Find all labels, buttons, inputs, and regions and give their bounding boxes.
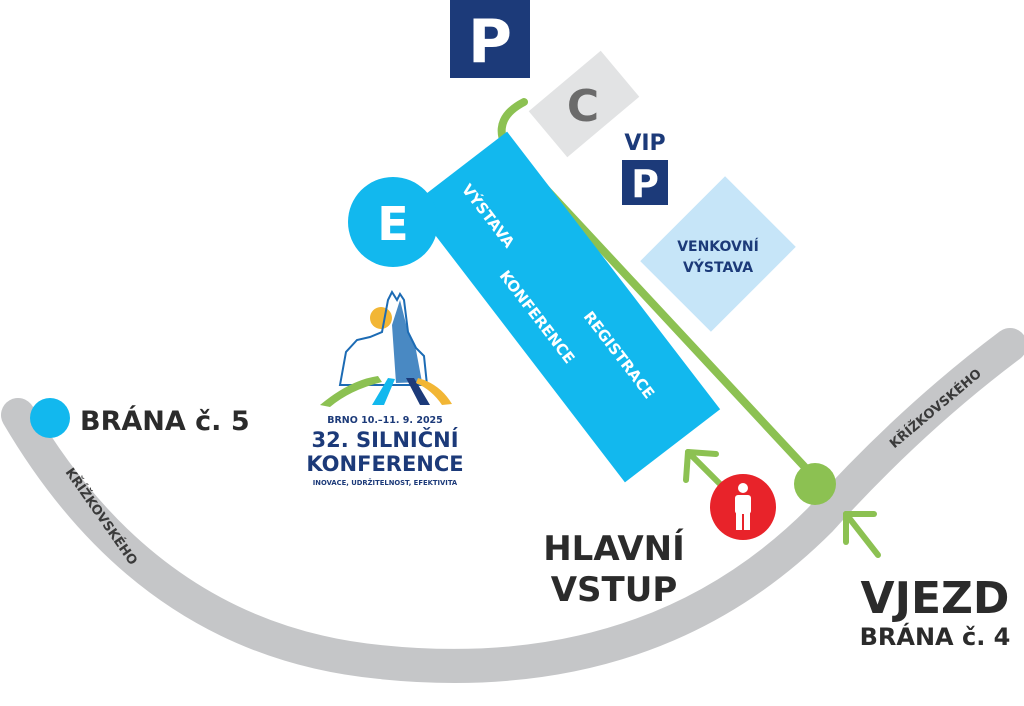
main-entrance-line1: HLAVNÍ	[543, 528, 685, 569]
main-building[interactable]	[411, 131, 721, 483]
vip-parking-sign-label: P	[631, 162, 659, 206]
gate5-dot[interactable]	[30, 398, 70, 438]
person-figure-icon	[735, 483, 751, 530]
logo-title1: 32. SILNIČNÍ	[311, 427, 458, 452]
gate4-dot	[794, 463, 836, 505]
gate5-label: BRÁNA č. 5	[80, 405, 250, 437]
logo-title2: KONFERENCE	[306, 452, 463, 476]
hall-e-label: E	[377, 197, 408, 251]
gate4-line1: VJEZD	[861, 573, 1010, 624]
parking-sign-label: P	[468, 7, 512, 77]
logo-tagline: INOVACE, UDRŽITELNOST, EFEKTIVITA	[313, 478, 458, 487]
logo-stripe-navy	[406, 378, 430, 405]
hall-e[interactable]	[348, 177, 438, 267]
street-label-right: KŘÍŽKOVSKÉHO	[887, 366, 985, 452]
conference-logo: BRNO 10.–11. 9. 2025 32. SILNIČNÍ KONFER…	[306, 289, 464, 487]
logo-cathedral-fill	[392, 300, 422, 383]
gate4-arrow-icon	[843, 511, 881, 558]
main-entrance-arrow-icon	[683, 449, 725, 489]
gate4-line2: BRÁNA č. 4	[860, 622, 1011, 651]
main-entrance-line2: VSTUP	[551, 570, 678, 610]
zone-c-label: C	[567, 81, 599, 132]
parking-sign[interactable]	[450, 0, 530, 78]
logo-stripe-blue	[372, 378, 395, 405]
logo-dates: BRNO 10.–11. 9. 2025	[327, 415, 443, 426]
logo-sun	[370, 307, 392, 329]
vip-parking-sign[interactable]	[622, 160, 668, 205]
outdoor-exhibition-line1: VENKOVNÍ	[677, 238, 759, 255]
street-road	[1, 328, 1024, 683]
logo-stripe-yellow	[416, 378, 452, 405]
zone-c[interactable]	[528, 50, 640, 158]
logo-cathedral	[338, 289, 429, 386]
outdoor-exhibition-line2: VÝSTAVA	[683, 258, 753, 276]
outdoor-exhibition[interactable]	[640, 176, 796, 332]
logo-stripe-green	[320, 376, 382, 407]
street-label-right-text: KŘÍŽKOVSKÉHO	[887, 366, 985, 452]
vip-label: VIP	[624, 131, 665, 156]
